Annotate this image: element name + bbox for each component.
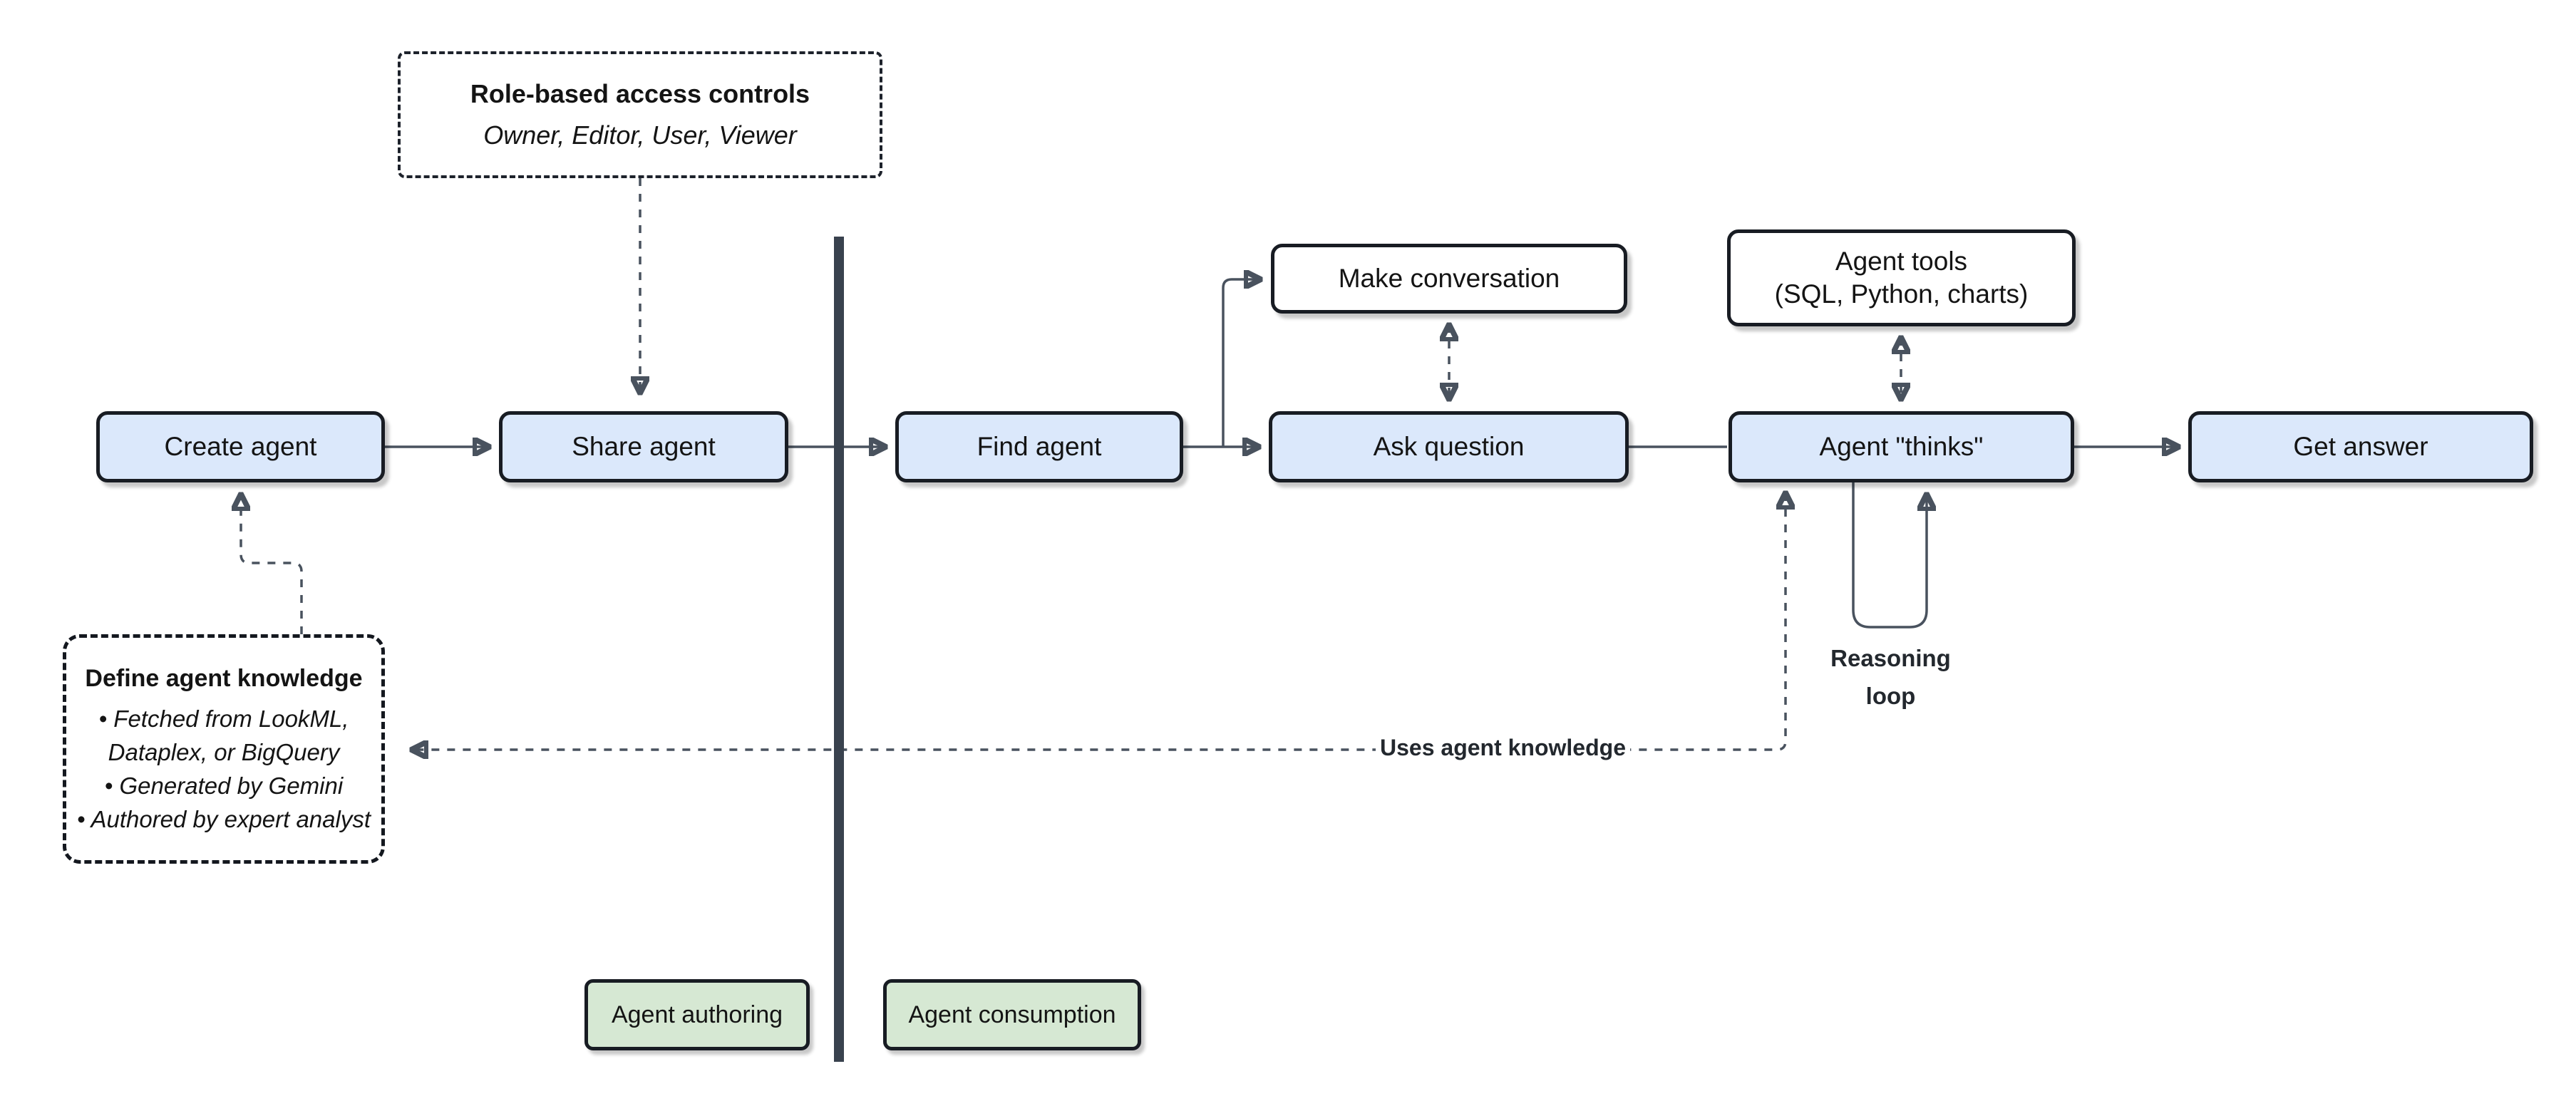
edge-knowledge-to-create xyxy=(241,495,303,634)
node-agent-thinks: Agent "thinks" xyxy=(1729,411,2074,482)
node-agent-tools: Agent tools (SQL, Python, charts) xyxy=(1727,229,2076,326)
node-get-answer: Get answer xyxy=(2188,411,2533,482)
edge-reasoning-loop xyxy=(1852,482,1927,629)
node-find-agent: Find agent xyxy=(895,411,1183,482)
node-agent-tools-line2: (SQL, Python, charts) xyxy=(1774,279,2029,309)
node-share-agent-label: Share agent xyxy=(572,431,716,461)
edge-find-to-make-conversation xyxy=(1222,279,1260,447)
uses-agent-knowledge-label: Uses agent knowledge xyxy=(1376,735,1630,761)
node-create-agent: Create agent xyxy=(96,411,385,482)
node-share-agent: Share agent xyxy=(499,411,788,482)
zone-agent-authoring-label: Agent authoring xyxy=(611,1001,783,1028)
knowledge-bullet-3: • Authored by expert analyst xyxy=(76,805,371,832)
knowledge-bullet-2: • Generated by Gemini xyxy=(104,772,344,800)
rbac-title: Role-based access controls xyxy=(470,79,810,108)
node-make-conversation-label: Make conversation xyxy=(1338,263,1560,293)
zone-agent-authoring: Agent authoring xyxy=(584,979,810,1050)
node-find-agent-label: Find agent xyxy=(977,431,1102,461)
zone-agent-consumption: Agent consumption xyxy=(883,979,1141,1050)
reasoning-loop-label-line1: Reasoning xyxy=(1830,645,1951,671)
callout-role-based-access: Role-based access controls Owner, Editor… xyxy=(398,51,882,178)
node-ask-question: Ask question xyxy=(1269,411,1629,482)
reasoning-loop-label: Reasoning loop xyxy=(1789,640,1992,715)
reasoning-loop-label-line2: loop xyxy=(1865,682,1916,709)
node-get-answer-label: Get answer xyxy=(2293,431,2428,461)
node-create-agent-label: Create agent xyxy=(164,431,317,461)
node-agent-tools-line1: Agent tools xyxy=(1835,246,1968,276)
rbac-subtitle: Owner, Editor, User, Viewer xyxy=(483,120,797,150)
uses-agent-knowledge-text: Uses agent knowledge xyxy=(1380,735,1626,760)
edge-uses-agent-knowledge xyxy=(412,493,1786,750)
node-make-conversation: Make conversation xyxy=(1271,244,1627,314)
node-agent-thinks-label: Agent "thinks" xyxy=(1819,431,1984,461)
zone-agent-consumption-label: Agent consumption xyxy=(908,1001,1116,1028)
knowledge-bullet-1: • Fetched from LookML, Dataplex, or BigQ… xyxy=(98,706,349,766)
knowledge-title: Define agent knowledge xyxy=(85,665,363,693)
lane-divider xyxy=(834,237,844,1062)
callout-define-agent-knowledge: Define agent knowledge • Fetched from Lo… xyxy=(63,634,385,864)
node-ask-question-label: Ask question xyxy=(1373,431,1525,461)
